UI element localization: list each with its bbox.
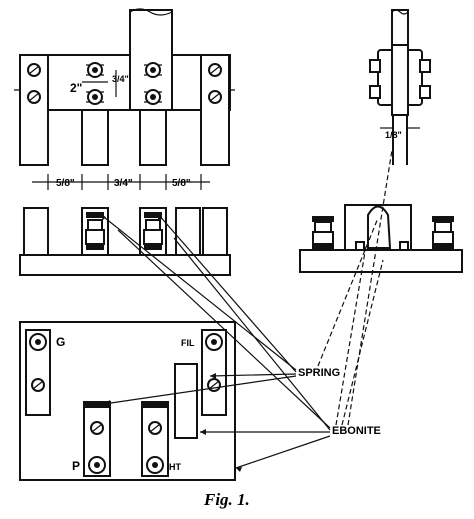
label-ht: HT	[169, 462, 181, 472]
dim-side-1-8: 1/8"	[385, 130, 402, 140]
top-bar	[19, 54, 231, 111]
dim-2in: 2"	[70, 81, 82, 95]
figure-caption: Fig. 1.	[203, 490, 250, 509]
top-right-clip	[200, 54, 230, 166]
dim-3-4-top: 3/4"	[112, 74, 129, 84]
dim-left-5-8: 5/8"	[56, 178, 75, 189]
leader-lines	[99, 149, 393, 472]
label-ebonite: EBONITE	[332, 425, 381, 437]
top-leg-left	[81, 109, 109, 166]
dimension-row: 5/8" 3/4" 5/8"	[32, 174, 210, 190]
label-g: G	[56, 335, 65, 349]
screw-icon	[27, 62, 222, 105]
dim-mid-3-4: 3/4"	[114, 178, 133, 189]
middle-front-elevation	[19, 207, 231, 276]
top-left-clip	[19, 54, 49, 166]
terminal-icon	[312, 216, 454, 250]
ebonite-block	[174, 363, 198, 439]
terminal-icon	[85, 212, 163, 250]
dim-right-5-8: 5/8"	[172, 178, 191, 189]
middle-side-elevation	[299, 204, 463, 273]
label-spring: SPRING	[298, 367, 340, 379]
bottom-plan: G FIL P HT	[19, 321, 236, 481]
top-leg-right	[139, 109, 167, 166]
top-front-view: 2" 3/4"	[14, 8, 235, 166]
label-p: P	[72, 459, 80, 473]
mid-base	[19, 254, 231, 276]
side-view: 1/8"	[369, 9, 431, 165]
label-fil: FIL	[181, 338, 195, 348]
